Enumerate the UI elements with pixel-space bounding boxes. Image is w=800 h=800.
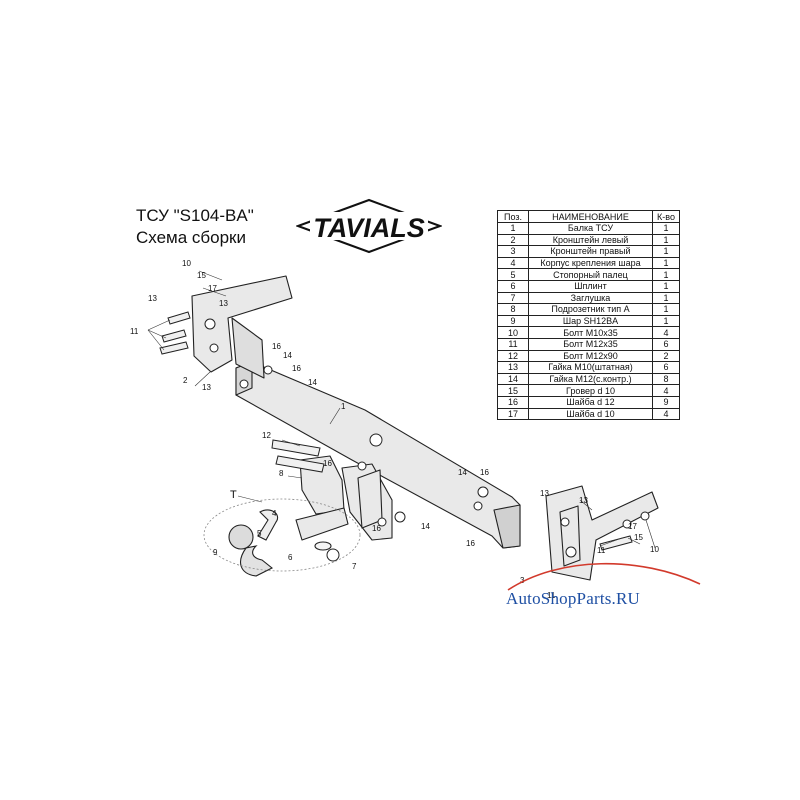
- tow-ball: [228, 524, 254, 550]
- callout-8: 8: [279, 469, 284, 478]
- part-qty: 4: [652, 407, 680, 421]
- header-qty: К-во: [652, 210, 680, 223]
- callout-16-b: 16: [292, 364, 301, 373]
- callout-13-left-b: 13: [219, 299, 228, 308]
- callout-7: 7: [352, 562, 357, 571]
- callout-16-a: 16: [272, 342, 281, 351]
- callout-11-right: 11: [597, 546, 606, 555]
- callout-9: 9: [213, 548, 218, 557]
- callout-13-right-a: 13: [540, 489, 549, 498]
- part-qty: 1: [652, 233, 680, 247]
- diagram-subtitle: Схема сборки: [136, 228, 246, 247]
- callout-16-c: 16: [323, 459, 332, 468]
- callout-13-left-a: 13: [148, 294, 157, 303]
- callout-15-right: 15: [634, 533, 643, 542]
- logo-text: TAVIALS: [313, 213, 425, 243]
- watermark-text: AutoShopParts.RU: [506, 589, 641, 608]
- part-name: Шайба d 10: [528, 407, 653, 421]
- part-pos: 1: [497, 222, 529, 235]
- tow-ball-neck: [240, 545, 274, 577]
- callout-4: 4: [272, 509, 277, 518]
- parts-table-header: Поз. НАИМЕНОВАНИЕ К-во: [497, 210, 680, 223]
- callout-1: 1: [341, 402, 346, 411]
- callout-11-left: 11: [130, 327, 139, 336]
- callout-17-right: 17: [628, 522, 637, 531]
- callout-2: 2: [183, 376, 188, 385]
- callout-3: 3: [520, 576, 525, 585]
- callout-10-left: 10: [182, 259, 191, 268]
- header-name: НАИМЕНОВАНИЕ: [528, 210, 653, 223]
- detail-group-outline: [203, 498, 361, 572]
- part-name: Кронштейн левый: [528, 233, 653, 247]
- diagram-title: ТСУ "S104-BA": [136, 206, 254, 225]
- ball-mount: [295, 507, 349, 541]
- callout-14-c: 14: [421, 522, 430, 531]
- callout-T: T: [230, 489, 237, 501]
- callout-5: 5: [257, 529, 262, 538]
- callout-16-f: 16: [466, 539, 475, 548]
- callout-14-b: 14: [308, 378, 317, 387]
- callout-14-a: 14: [283, 351, 292, 360]
- callout-15-left: 15: [197, 271, 206, 280]
- tavials-logo: TAVIALS: [296, 198, 442, 254]
- callout-10-right: 10: [650, 545, 659, 554]
- part-name: Балка ТСУ: [528, 222, 653, 235]
- callout-11-bottom: 11: [547, 591, 556, 600]
- callout-16-e: 16: [480, 468, 489, 477]
- callout-14-d: 14: [458, 468, 467, 477]
- callout-13-right-b: 13: [579, 496, 588, 505]
- callout-16-d: 16: [372, 524, 381, 533]
- lock-pin: [257, 509, 278, 541]
- callout-13-left-c: 13: [202, 383, 211, 392]
- callout-6: 6: [288, 553, 293, 562]
- callout-12: 12: [262, 431, 271, 440]
- watermark-arc: [507, 562, 701, 591]
- callout-17-left: 17: [208, 284, 217, 293]
- part-qty: 1: [652, 222, 680, 235]
